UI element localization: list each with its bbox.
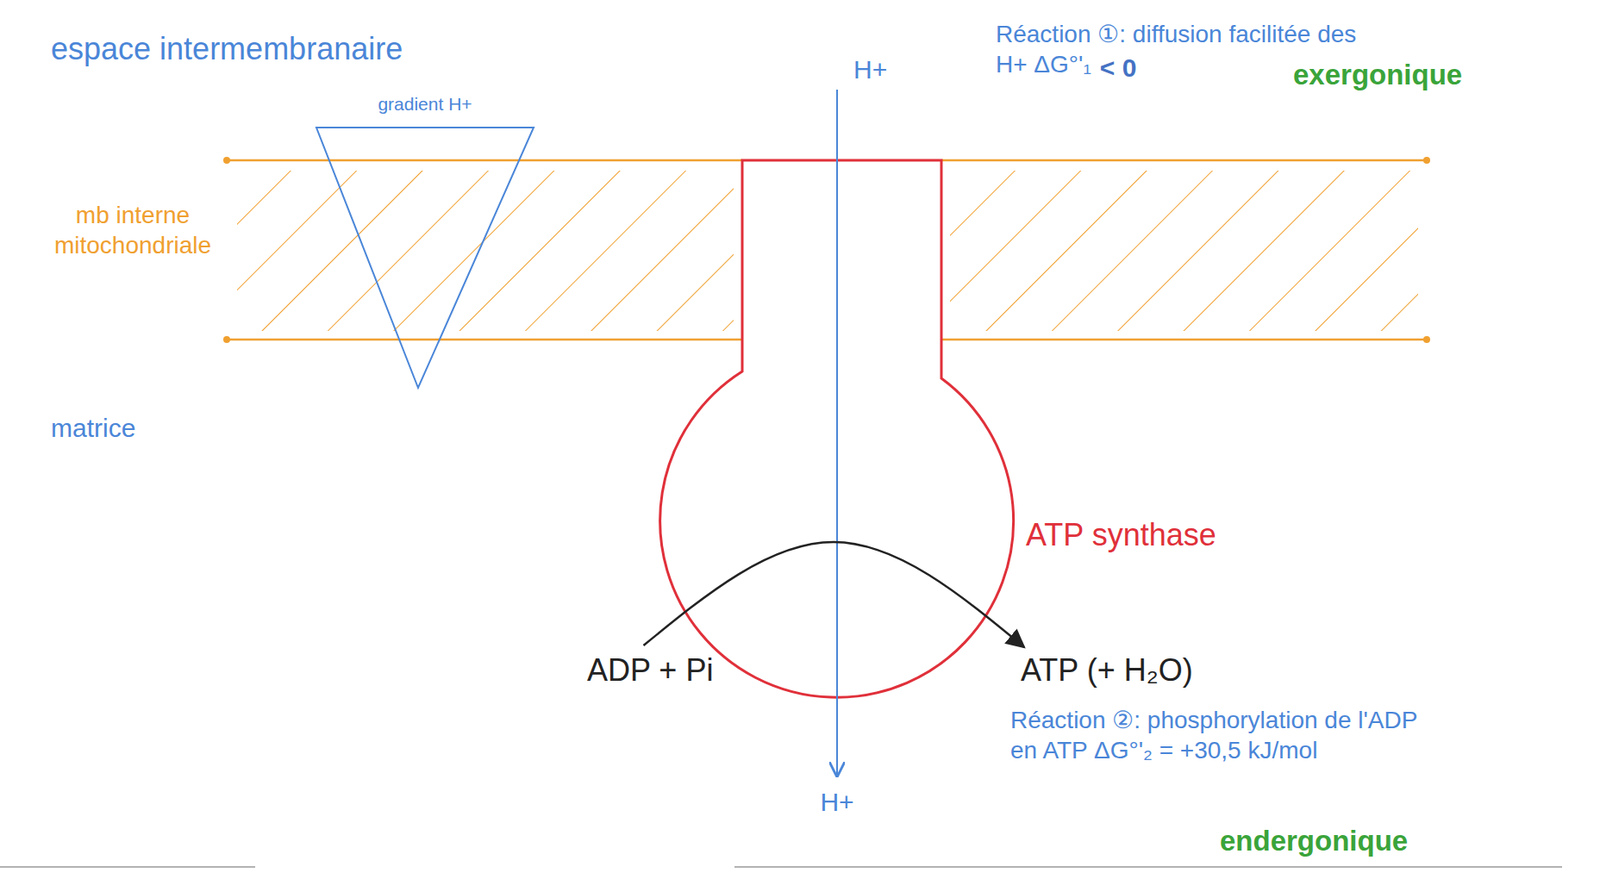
proton-label-box: H+ [819,786,854,819]
gradient-label-box: gradient H+ [377,93,472,116]
region-label-box: matrice [50,412,136,445]
membrane-edge [226,159,743,163]
line-dot [223,336,231,344]
proton-label: H+ [853,55,888,84]
region-label: espace intermembranaire [50,31,403,67]
species-text: ATP (+ H₂O) [1020,652,1194,688]
reaction-type-box: exergonique [1293,56,1463,93]
reaction-type-box: endergonique [1219,823,1408,859]
reaction-type: endergonique [1219,825,1408,857]
enzyme-label: ATP synthase [1025,517,1217,553]
gradient-triangle [316,127,534,388]
reaction-note: Réaction ②: phosphorylation de l'ADP en … [1010,706,1418,764]
membrane-edge [226,338,743,342]
membrane-hatch [237,170,734,332]
enzyme-label-box: ATP synthase [1025,515,1217,555]
species-node: ATP (+ H₂O) [1017,649,1197,692]
species-node: ADP + Pi [583,649,717,692]
page-rule [0,866,256,869]
membrane-hatch [950,170,1419,332]
line-dot [1423,156,1431,164]
page-rule [734,866,1563,869]
line-dot [1423,336,1431,344]
proton-label-box: H+ [853,53,888,87]
species-text: ADP + Pi [587,652,713,688]
membrane-label-box: mb interne mitochondriale [54,200,212,261]
region-label-box: espace intermembranaire [50,29,403,69]
sign-note-box: < 0 [1100,51,1138,85]
membrane-edge [941,338,1427,342]
reaction-arrow [643,542,1025,648]
gradient-label: gradient H+ [377,93,472,114]
connectors [643,542,1025,648]
sign-note: < 0 [1100,53,1138,82]
membrane-label: mb interne mitochondriale [54,201,212,259]
line-dot [223,156,231,164]
reaction-type: exergonique [1293,58,1463,91]
reaction-note-box: Réaction ②: phosphorylation de l'ADP en … [1010,705,1425,766]
region-label: matrice [50,413,136,443]
proton-flow-arrow [836,89,838,776]
membrane-edge [941,159,1427,163]
proton-label: H+ [819,787,854,817]
